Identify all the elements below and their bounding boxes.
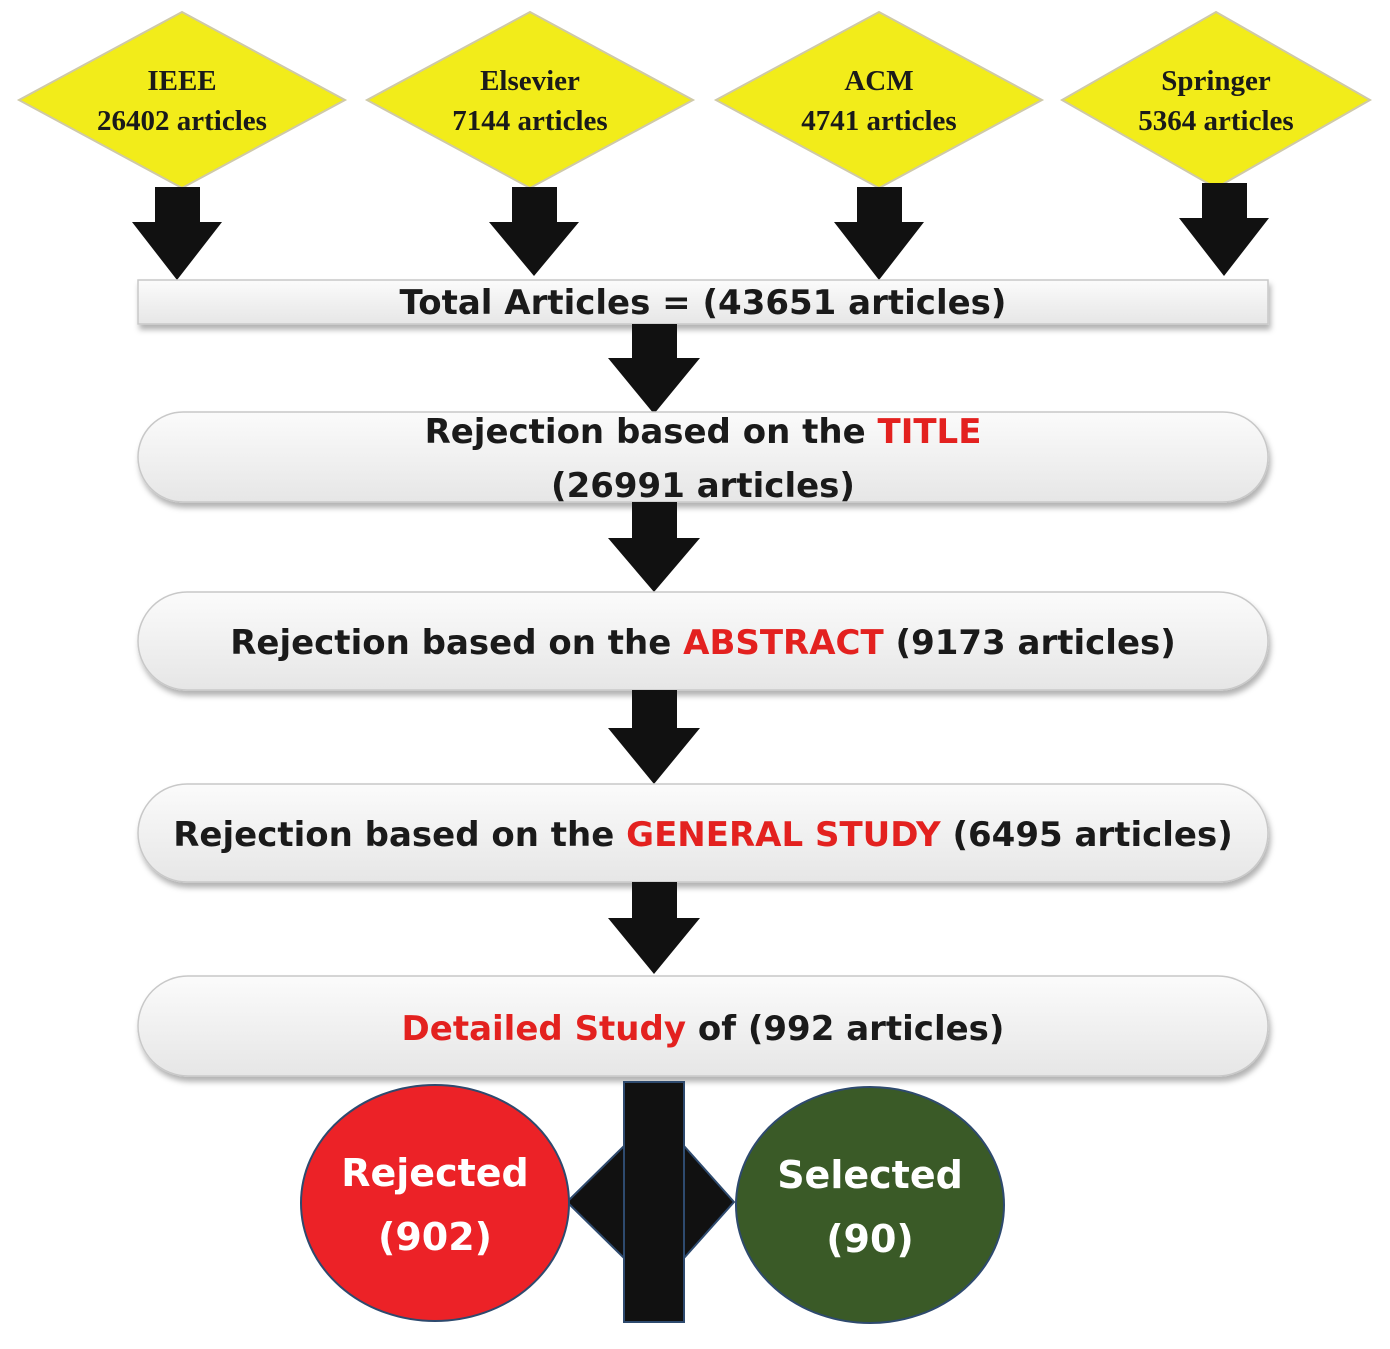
source-name: Elsevier [480, 65, 580, 97]
selected-circle [735, 1086, 1005, 1324]
source-diamond [364, 10, 696, 190]
source-name: Springer [1161, 65, 1271, 97]
source-count: 5364 articles [1138, 105, 1293, 137]
abstract-step-rect [137, 591, 1269, 691]
title-step-box: Rejection based on the TITLE (26991 arti… [137, 411, 1269, 506]
rejected-label: Rejected [341, 1151, 529, 1195]
general-step-keyword: GENERAL STUDY [626, 815, 941, 855]
abstract-step-prefix: Rejection based on the [230, 623, 683, 663]
abstract-step-suffix: (9173 articles) [884, 623, 1176, 663]
abstract-step-keyword: ABSTRACT [683, 623, 884, 663]
source-diamond [1059, 10, 1373, 190]
detailed-step-box: Detailed Study of (992 articles) [137, 975, 1269, 1077]
source-count: 4741 articles [801, 105, 956, 137]
down-arrow [608, 502, 700, 592]
detailed-step-keyword: Detailed Study [402, 1009, 686, 1049]
source-ieee: IEEE 26402 articles [16, 10, 348, 190]
selected-label: Selected [777, 1153, 963, 1197]
source-count: 7144 articles [452, 105, 607, 137]
down-arrow [608, 324, 700, 414]
abstract-step-text: Rejection based on the ABSTRACT (9173 ar… [230, 623, 1176, 663]
down-arrow [132, 187, 222, 280]
title-step-keyword: TITLE [878, 412, 982, 452]
down-arrow [489, 187, 579, 276]
rejected-count: (902) [378, 1215, 492, 1259]
general-step-box: Rejection based on the GENERAL STUDY (64… [137, 783, 1269, 883]
split-connector [565, 1081, 736, 1323]
detailed-step-rect [137, 975, 1269, 1077]
source-springer: Springer 5364 articles [1059, 10, 1373, 190]
source-name: ACM [844, 65, 913, 97]
down-arrow [834, 187, 924, 280]
down-arrow [608, 690, 700, 784]
detailed-step-suffix: of (992 articles) [686, 1009, 1004, 1049]
down-arrow [1179, 183, 1269, 276]
source-name: IEEE [147, 65, 216, 97]
title-step-rect [137, 411, 1269, 503]
title-step-line1: Rejection based on the TITLE [425, 412, 982, 452]
total-box: Total Articles = (43651 articles) [137, 279, 1269, 325]
rejected-node: Rejected (902) [300, 1084, 570, 1322]
source-diamond [16, 10, 348, 190]
source-count: 26402 articles [97, 105, 267, 137]
selected-node: Selected (90) [735, 1086, 1005, 1324]
source-diamond [713, 10, 1045, 190]
general-step-rect [137, 783, 1269, 883]
detailed-step-text: Detailed Study of (992 articles) [402, 1009, 1005, 1049]
rejected-circle [300, 1084, 570, 1322]
split-bar [623, 1081, 685, 1323]
total-label: Total Articles = [400, 283, 703, 323]
title-step-count: (26991 articles) [551, 466, 855, 506]
source-acm: ACM 4741 articles [713, 10, 1045, 190]
general-step-text: Rejection based on the GENERAL STUDY (64… [173, 815, 1233, 855]
total-text: Total Articles = (43651 articles) [400, 283, 1007, 323]
general-step-suffix: (6495 articles) [941, 815, 1233, 855]
total-count: (43651 articles) [703, 283, 1007, 323]
total-box-rect [137, 279, 1269, 325]
title-step-prefix: Rejection based on the [425, 412, 878, 452]
abstract-step-box: Rejection based on the ABSTRACT (9173 ar… [137, 591, 1269, 691]
general-step-prefix: Rejection based on the [173, 815, 626, 855]
down-arrow [608, 882, 700, 974]
selected-count: (90) [826, 1217, 914, 1261]
source-elsevier: Elsevier 7144 articles [364, 10, 696, 190]
